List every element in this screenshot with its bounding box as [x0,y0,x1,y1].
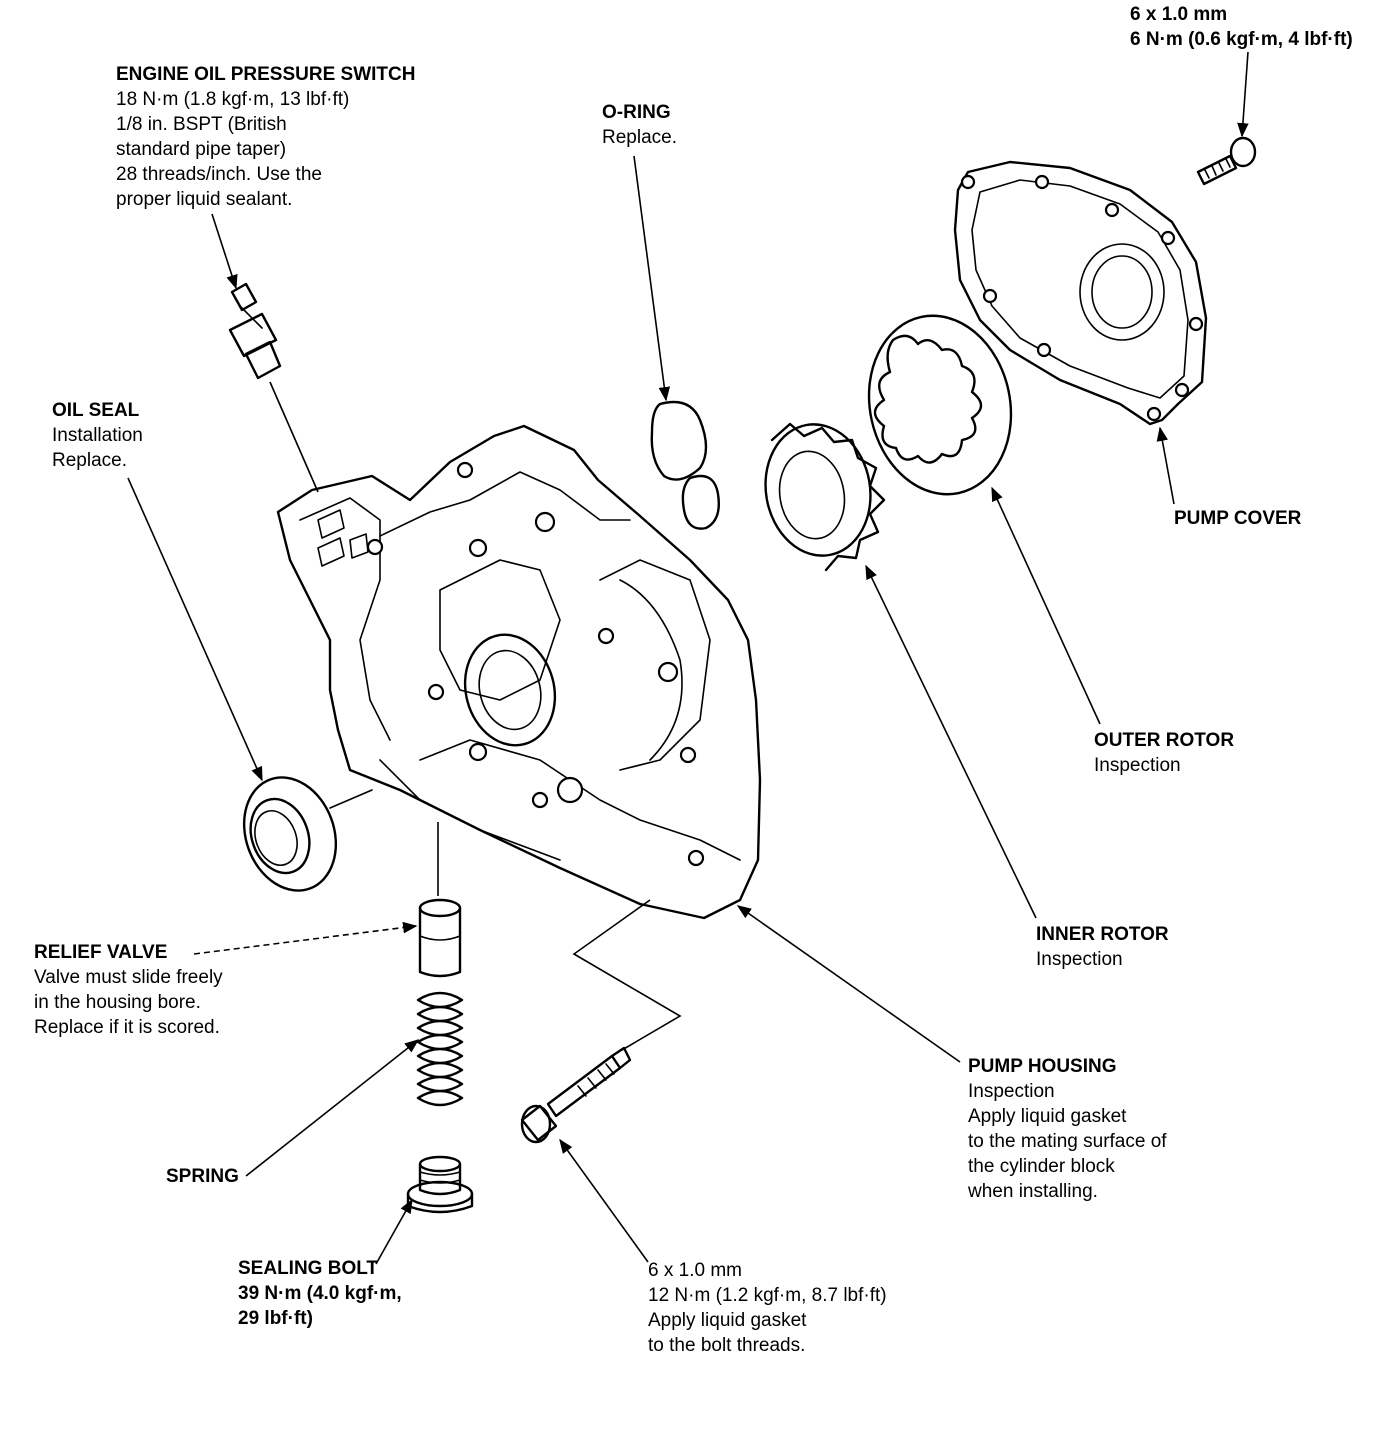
oil-pressure-switch-line: 28 threads/inch. Use the [116,164,322,185]
oil-seal-part [242,776,373,892]
o-ring-title: O-RING [602,102,671,123]
pump-cover-part [953,160,1208,426]
housing-bolt-line: 12 N·m (1.2 kgf·m, 8.7 lbf·ft) [648,1285,887,1306]
relief-valve-line: Valve must slide freely [34,967,223,988]
oil-pressure-switch-line: 1/8 in. BSPT (British [116,114,287,135]
callout-outer-rotor: OUTER ROTOR Inspection [1094,728,1234,778]
o-ring-line: Replace. [602,127,677,148]
callout-spring: SPRING [166,1164,239,1189]
oil-pressure-switch-title: ENGINE OIL PRESSURE SWITCH [116,64,416,85]
callout-housing-bolt: 6 x 1.0 mm 12 N·m (1.2 kgf·m, 8.7 lbf·ft… [648,1258,887,1358]
inner-rotor-part [764,422,886,572]
housing-bolt-line: to the bolt threads. [648,1335,806,1356]
sealing-bolt-line: 39 N·m (4.0 kgf·m, [238,1283,402,1304]
callout-inner-rotor: INNER ROTOR Inspection [1036,922,1169,972]
spring-title: SPRING [166,1166,239,1187]
outer-rotor-line: Inspection [1094,755,1181,776]
callout-sealing-bolt: SEALING BOLT 39 N·m (4.0 kgf·m, 29 lbf·f… [238,1256,402,1331]
pump-housing-line: Apply liquid gasket [968,1106,1127,1127]
spring-part [416,991,464,1107]
callout-pump-housing: PUMP HOUSING Inspection Apply liquid gas… [968,1054,1167,1204]
callout-o-ring: O-RING Replace. [602,100,677,150]
pump-housing-part [276,424,762,920]
cover-bolt-line: 6 N·m (0.6 kgf·m, 4 lbf·ft) [1130,29,1353,50]
relief-valve-part [418,898,462,978]
housing-bolt-title: 6 x 1.0 mm [648,1260,742,1281]
outer-rotor-part [867,314,1013,496]
inner-rotor-title: INNER ROTOR [1036,924,1169,945]
pump-housing-title: PUMP HOUSING [968,1056,1117,1077]
sealing-bolt-part [406,1155,474,1214]
outer-rotor-title: OUTER ROTOR [1094,730,1235,751]
callout-cover-bolt: 6 x 1.0 mm 6 N·m (0.6 kgf·m, 4 lbf·ft) [1130,2,1353,52]
pump-housing-line: the cylinder block [968,1156,1115,1177]
pump-cover-title: PUMP COVER [1174,508,1302,529]
oil-seal-line: Installation [52,425,143,446]
oil-seal-line: Replace. [52,450,127,471]
housing-bolt-part [520,1046,632,1144]
cover-bolt-part [1196,136,1257,186]
relief-valve-title: RELIEF VALVE [34,942,168,963]
housing-bolt-line: Apply liquid gasket [648,1310,807,1331]
inner-rotor-line: Inspection [1036,949,1123,970]
o-ring-part [650,400,720,530]
oil-pressure-switch-part [228,282,282,380]
relief-valve-line: Replace if it is scored. [34,1017,220,1038]
callout-oil-pressure-switch: ENGINE OIL PRESSURE SWITCH 18 N·m (1.8 k… [116,62,415,212]
sealing-bolt-line: 29 lbf·ft) [238,1308,313,1329]
oil-pressure-switch-line: 18 N·m (1.8 kgf·m, 13 lbf·ft) [116,89,350,110]
callout-relief-valve: RELIEF VALVE Valve must slide freely in … [34,940,223,1040]
pump-housing-line: to the mating surface of [968,1131,1167,1152]
cover-bolt-title: 6 x 1.0 mm [1130,4,1228,25]
oil-pressure-switch-line: standard pipe taper) [116,139,287,160]
callout-pump-cover: PUMP COVER [1174,506,1301,531]
leader-lines [127,51,1249,1265]
pump-housing-line: when installing. [968,1181,1098,1202]
oil-seal-title: OIL SEAL [52,400,140,421]
pump-housing-line: Inspection [968,1081,1055,1102]
oil-pressure-switch-line: proper liquid sealant. [116,189,293,210]
relief-valve-line: in the housing bore. [34,992,201,1013]
callout-oil-seal: OIL SEAL Installation Replace. [52,398,143,473]
sealing-bolt-title: SEALING BOLT [238,1258,379,1279]
